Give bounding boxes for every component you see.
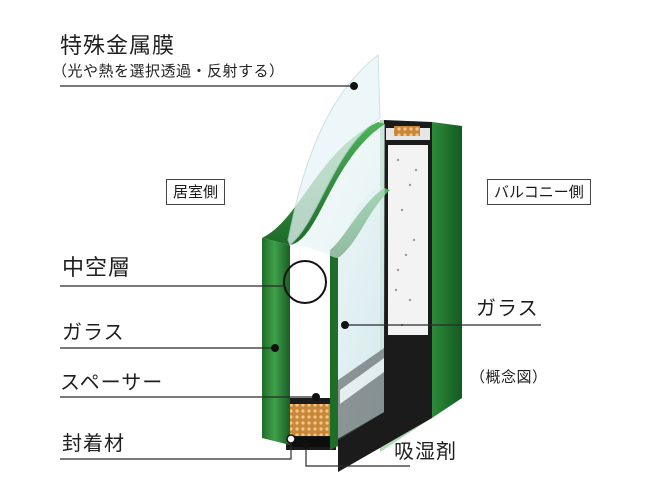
- spacer-label: スペーサー: [60, 372, 163, 392]
- sealant-dot: [287, 435, 295, 443]
- hollow-layer-label: 中空層: [62, 258, 131, 280]
- desiccant-dot: [302, 441, 310, 449]
- indoor-side-label: 居室側: [166, 179, 225, 205]
- glass-label-left: ガラス: [62, 322, 125, 342]
- balcony-side-label: バルコニー側: [487, 179, 591, 205]
- sealant-label: 封着材: [62, 433, 125, 453]
- metal-film-label: 特殊金属膜: [60, 36, 175, 58]
- hollow-layer-circle: [284, 261, 326, 303]
- glass-label-right: ガラス: [476, 298, 539, 318]
- metal-film-note: （光や熱を選択透過・反射する）: [52, 64, 285, 79]
- desiccant-label: 吸湿剤: [394, 441, 457, 461]
- conceptual-diagram-label: （概念図）: [470, 370, 548, 385]
